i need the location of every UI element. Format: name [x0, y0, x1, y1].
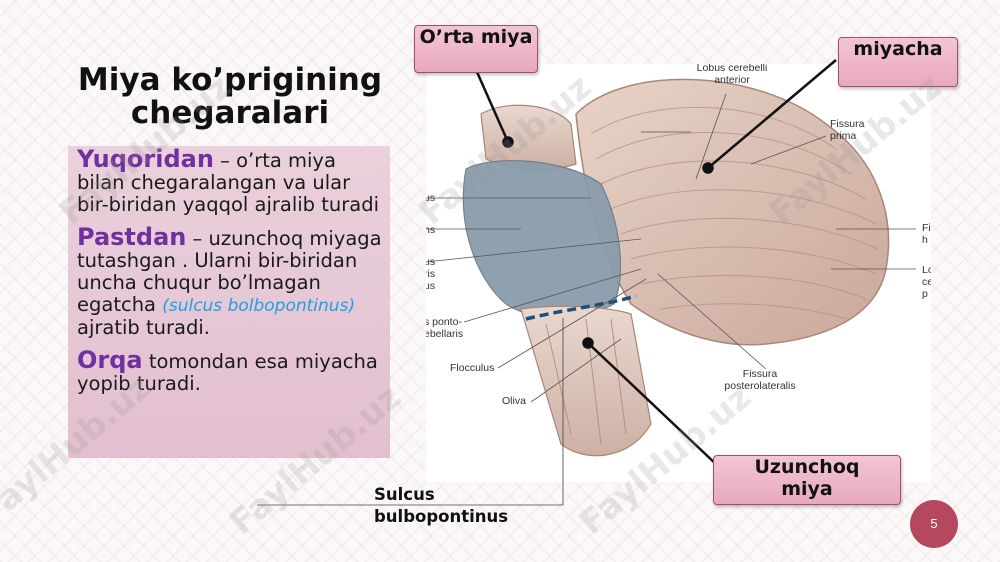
title-line-2: chegaralari [130, 95, 330, 131]
callout-orta-miya-text: O’rta miya [419, 26, 533, 48]
label-fi-h: Fi h [922, 222, 931, 246]
highlight-yuqoridan: Yuqoridan [77, 145, 214, 173]
paragraph-top-text: – o’rta miya bilan chegaralangan va ular… [77, 149, 380, 216]
title-line-1: Miya ko’prigining [77, 62, 383, 98]
sulcus-dashed-line [525, 294, 637, 321]
label-flocculus: Flocculus [450, 362, 495, 374]
label-sulcus-bulbopontinus: Sulcus bulbopontinus [374, 485, 509, 526]
paragraph-top: Yuqoridan – o’rta miya bilan chegaralang… [77, 145, 382, 216]
callout-orta-miya: O’rta miya [414, 25, 538, 73]
label-ns: ns [426, 224, 436, 236]
page-number: 5 [910, 500, 958, 548]
paragraph-bottom: Pastdan – uzunchoq miyaga tutashgan . Ul… [77, 223, 382, 339]
highlight-orqa: Orqa [77, 346, 143, 374]
slide-title: Miya ko’prigining chegaralari [70, 64, 390, 130]
label-lobus: Lobus cerebelli anterior [696, 64, 768, 86]
label-oliva: Oliva [502, 395, 526, 407]
pons-shape [462, 159, 622, 318]
label-fissura-posterolateralis: Fissura posterolateralis [724, 368, 796, 392]
label-lo-ce-p: Lo ce p [922, 264, 931, 300]
label-us: us [426, 192, 436, 204]
callout-miyacha: miyacha [838, 37, 958, 87]
paragraph-bottom-text: – uzunchoq miyaga tutashgan . Ularni bir… [77, 227, 382, 316]
highlight-pastdan: Pastdan [77, 223, 187, 251]
paragraph-bottom-text-end: ajratib turadi. [77, 316, 210, 339]
latin-term: (sulcus bolbopontinus) [162, 296, 356, 316]
callout-uzunchoq-miya-text: Uzunchoq miya [754, 456, 860, 500]
callout-miyacha-text: miyacha [853, 38, 943, 60]
callout-uzunchoq-miya: Uzunchoq miya [713, 455, 901, 505]
label-ponto: s ponto- ebellaris [426, 316, 464, 340]
leader-lines [426, 93, 916, 403]
label-us-ris: us ris us [426, 256, 436, 292]
medulla-shape [520, 305, 652, 457]
